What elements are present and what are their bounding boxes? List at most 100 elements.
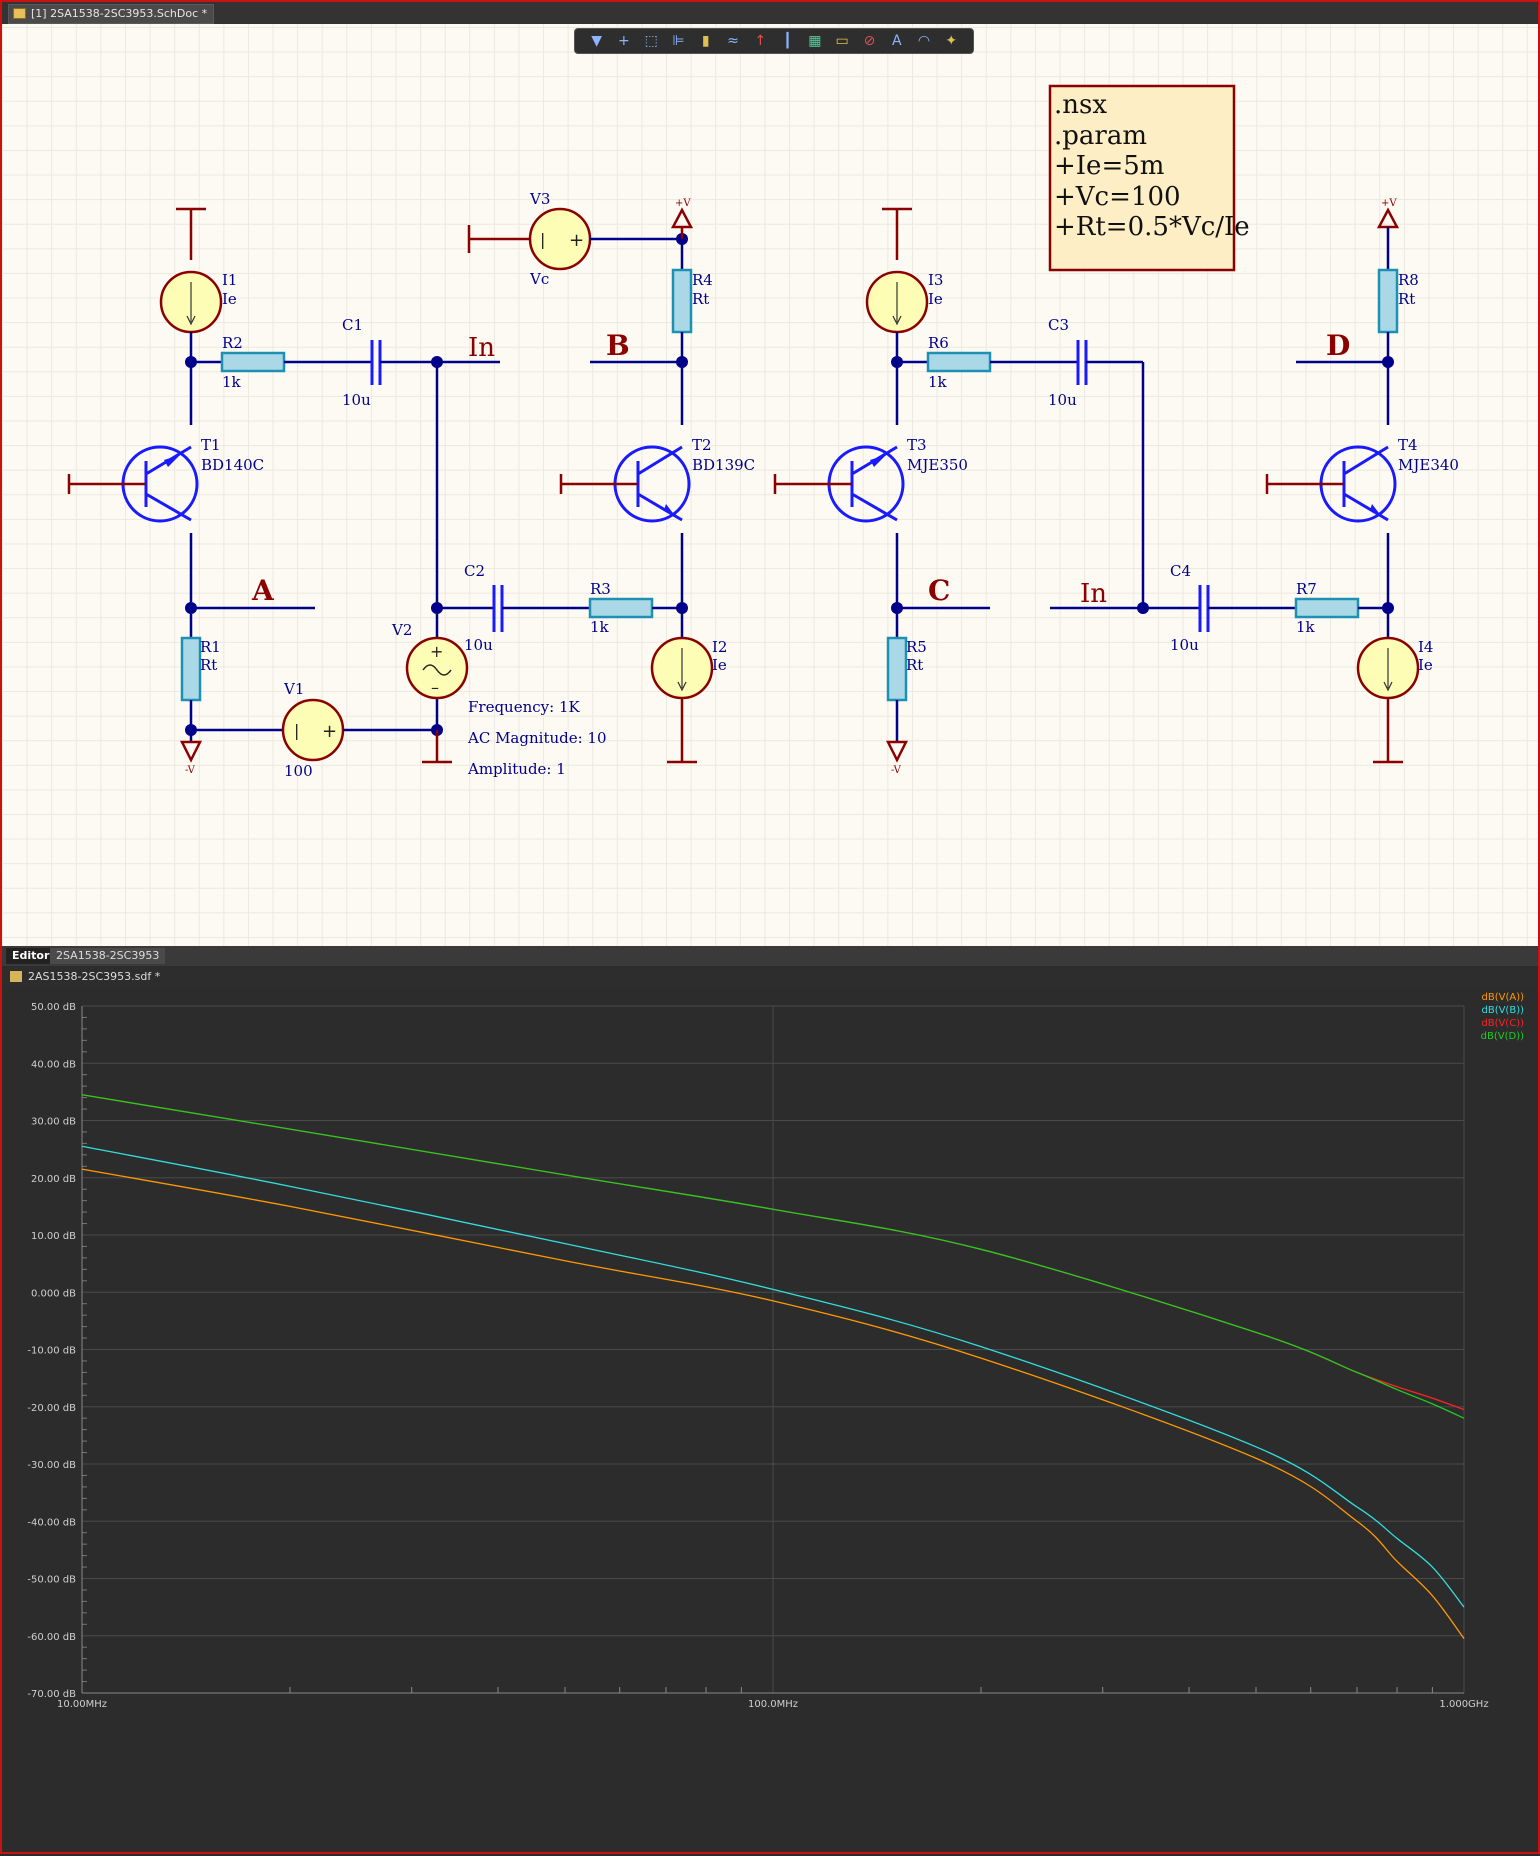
ref-label: V3 [529,190,550,208]
schematic-drawing: .w{stroke:#00008b;stroke-width:2.5;fill:… [67,84,1459,780]
arc-icon[interactable]: ◠ [917,33,931,49]
svg-text:+: + [430,642,443,661]
capacitor-c2[interactable]: C2 10u [464,562,504,654]
voltage-source-v3[interactable]: |+ V3 Vc [528,190,592,288]
resistor-r6[interactable]: R6 1k [926,334,992,391]
param-label: Frequency: 1K [468,698,580,716]
probe-icon[interactable]: ✦ [945,33,958,49]
series-line-1 [81,1168,1465,1639]
transistor-t3[interactable]: T3 MJE350 [773,436,968,523]
transistor-t2[interactable]: T2 BD139C [559,436,755,523]
tab-project[interactable]: 2SA1538-2SC3953 [50,948,166,964]
current-source-i4[interactable]: I4 Ie [1356,636,1433,700]
net-label-in[interactable]: In [468,333,495,363]
ref-label: R5 [906,638,927,656]
power-label: -V [185,765,196,776]
y-tick-label: 10.00 dB [31,1231,76,1242]
legend-entry: dB(V(D)) [1481,1031,1524,1042]
ref-label: T4 [1398,436,1418,454]
y-tick-label: -60.00 dB [27,1632,76,1643]
legend-entry: dB(V(C)) [1481,1018,1524,1029]
document-tab-label: [1] 2SA1538-2SC3953.SchDoc * [31,7,208,20]
resistor-r5[interactable]: R5 Rt [886,636,927,702]
net-label-d[interactable]: D [1326,329,1350,362]
text-icon[interactable]: A [891,33,902,49]
ref-label: I2 [712,638,727,656]
resistor-r7[interactable]: R7 1k [1294,580,1360,636]
capacitor-c3[interactable]: C3 10u [1048,316,1088,409]
current-source-i3[interactable]: I3 Ie [865,270,943,334]
text-frame-line: .nsx [1054,90,1107,120]
current-source-i2[interactable]: I2 Ie [650,636,727,700]
select-rect-icon[interactable]: ⬚ [644,33,658,49]
active-bar-toolbar: ▼ + ⬚ ⊫ ▮ ≈ ↑ ┃ ▦ ▭ ⊘ A ◠ ✦ [574,28,974,54]
value-label: Ie [1418,656,1433,674]
power-port-neg-v[interactable]: -V [885,740,909,776]
power-port-icon[interactable]: ↑ [754,33,767,49]
legend-entry: dB(V(A)) [1482,992,1525,1003]
value-label: Vc [529,270,549,288]
document-tab[interactable]: [1] 2SA1538-2SC3953.SchDoc * [8,4,215,24]
ref-label: R1 [200,638,221,656]
ref-label: R6 [928,334,949,352]
net-label-b[interactable]: B [606,329,630,362]
component-icon[interactable]: ▮ [701,33,710,49]
text-frame[interactable]: .nsx .param +Ie=5m +Vc=100 +Rt=0.5*Vc/Ie [1048,84,1250,272]
power-label: -V [891,765,902,776]
gnd-port-i1[interactable] [176,207,206,260]
current-source-i1[interactable]: I1 Ie [159,270,237,334]
capacitor-c4[interactable]: C4 10u [1170,562,1210,654]
bus-icon[interactable]: ≈ [727,33,739,49]
ref-label: R8 [1398,271,1419,289]
y-tick-label: -50.00 dB [27,1575,76,1586]
series-line-2 [81,1145,1465,1608]
power-port-pos-v[interactable]: +V [670,198,694,239]
net-label-icon[interactable]: ▦ [808,33,822,49]
net-label-a[interactable]: A [251,574,275,607]
y-tick-label: -70.00 dB [27,1689,76,1700]
tab-editor[interactable]: Editor [6,948,56,964]
harness-icon[interactable]: ┃ [783,33,792,49]
ref-label: T3 [907,436,927,454]
svg-text:–: – [431,678,439,697]
resistor-r2[interactable]: R2 1k [220,334,286,391]
power-label: +V [675,198,691,209]
param-label: Amplitude: 1 [467,760,566,778]
resistor-r4[interactable]: R4 Rt [671,268,713,334]
x-tick-label: 10.00MHz [57,1699,107,1710]
port-icon[interactable]: ▭ [835,33,849,49]
ref-label: R2 [222,334,243,352]
ref-label: T2 [692,436,712,454]
text-frame-line: +Ie=5m [1054,151,1164,181]
net-label-c[interactable]: C [928,574,950,607]
resistor-r8[interactable]: R8 Rt [1377,268,1419,334]
sim-file-tab[interactable]: 2AS1538-2SC3953.sdf * [2,968,160,986]
value-label: 1k [590,618,610,636]
ac-source-v2[interactable]: + – V2 Frequency: 1K AC Magnitude: 10 Am… [391,621,607,778]
resistor-r3[interactable]: R3 1k [588,580,654,636]
value-label: 100 [284,762,313,780]
align-icon[interactable]: ⊫ [672,33,685,49]
voltage-source-v1[interactable]: |+ V1 100 [281,680,345,780]
svg-text:+: + [569,230,584,251]
power-label: +V [1381,198,1397,209]
filter-icon[interactable]: ▼ [591,33,603,49]
transistor-t1[interactable]: T1 BD140C [67,436,264,523]
ref-label: R7 [1296,580,1317,598]
schematic-canvas[interactable]: ▼ + ⬚ ⊫ ▮ ≈ ↑ ┃ ▦ ▭ ⊘ A ◠ ✦ .w{stroke:#0… [2,24,1538,946]
value-label: 1k [222,373,242,391]
no-erc-icon[interactable]: ⊘ [863,33,876,49]
value-label: Rt [1398,290,1415,308]
power-port-neg-v[interactable]: -V [179,740,203,776]
power-port-pos-v[interactable]: +V [1376,198,1400,229]
series-line-4 [81,1094,1465,1419]
resistor-r1[interactable]: R1 Rt [180,636,221,702]
document-tab-bar: [1] 2SA1538-2SC3953.SchDoc * [2,2,1538,24]
value-label: 10u [1048,391,1077,409]
plus-icon[interactable]: + [618,33,630,49]
transistor-t4[interactable]: T4 MJE340 [1265,436,1459,523]
net-label-in[interactable]: In [1080,579,1107,609]
